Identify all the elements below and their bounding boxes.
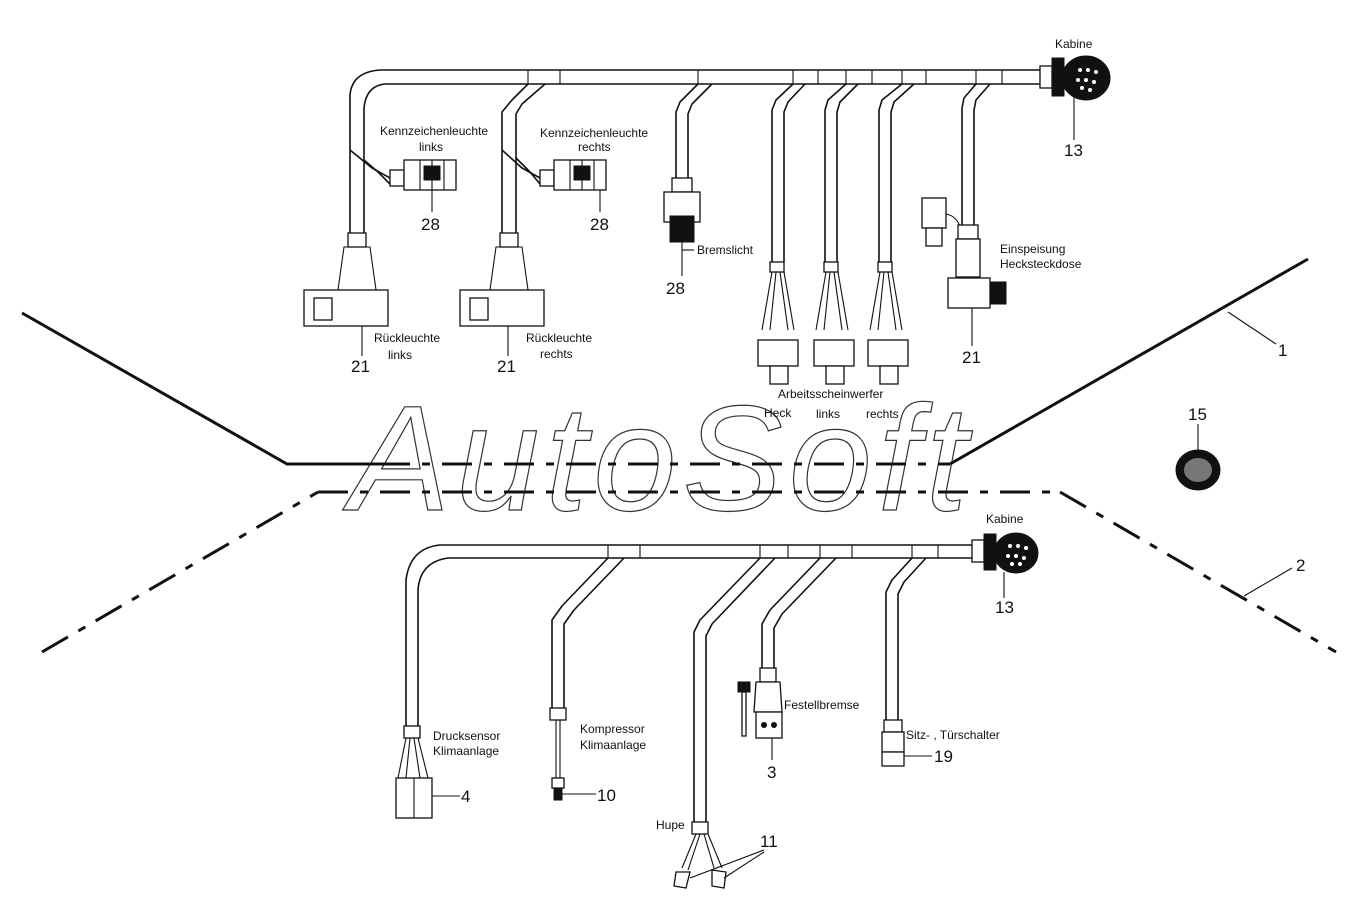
label-drucksensor-2: Klimaanlage bbox=[433, 744, 499, 758]
frame-outline-2 bbox=[41, 490, 1337, 654]
hupe-connectors bbox=[673, 821, 765, 889]
label-rueckleuchte-links-2: links bbox=[388, 348, 412, 362]
label-kompressor-1: Kompressor bbox=[580, 722, 645, 736]
label-kennzeichen-rechts-1: Kennzeichenleuchte bbox=[540, 126, 648, 140]
part-number-28-a: 28 bbox=[421, 215, 440, 234]
rueckleuchte-links-connector bbox=[303, 232, 389, 356]
label-einspeisung-2: Hecksteckdose bbox=[1000, 257, 1082, 271]
part-numbers: 13 28 28 28 21 21 21 1 15 2 13 4 10 3 19… bbox=[351, 141, 1305, 851]
part-number-28-b: 28 bbox=[590, 215, 609, 234]
kompressor-connector bbox=[549, 707, 596, 801]
part-number-2: 2 bbox=[1296, 556, 1305, 575]
frame-outline-1 bbox=[21, 257, 1309, 466]
part-number-19: 19 bbox=[934, 747, 953, 766]
label-festellbremse: Festellbremse bbox=[784, 698, 860, 712]
label-kennzeichen-rechts-2: rechts bbox=[578, 140, 611, 154]
part-number-10: 10 bbox=[597, 786, 616, 805]
label-drucksensor-1: Drucksensor bbox=[433, 729, 500, 743]
part-number-3: 3 bbox=[767, 763, 776, 782]
label-rueckleuchte-links-1: Rückleuchte bbox=[374, 331, 440, 345]
connector-15 bbox=[1175, 424, 1221, 491]
part-number-15: 15 bbox=[1188, 405, 1207, 424]
label-kabine-top: Kabine bbox=[1055, 37, 1093, 51]
part-number-4: 4 bbox=[461, 787, 470, 806]
label-sitz-tuerschalter: Sitz- , Türschalter bbox=[906, 728, 1000, 742]
part-number-11: 11 bbox=[760, 832, 778, 851]
watermark: AutoSoft bbox=[342, 374, 973, 542]
part-number-21-b: 21 bbox=[497, 357, 516, 376]
part-number-21-a: 21 bbox=[351, 357, 370, 376]
label-kennzeichen-links-1: Kennzeichenleuchte bbox=[380, 124, 488, 138]
labels: Kabine Kennzeichenleuchte links Kennzeic… bbox=[374, 37, 1093, 832]
leader-1 bbox=[1227, 311, 1277, 345]
kabine-connector-bottom bbox=[971, 532, 1039, 598]
label-kompressor-2: Klimaanlage bbox=[580, 738, 646, 752]
part-number-1: 1 bbox=[1278, 341, 1287, 360]
label-hupe: Hupe bbox=[656, 818, 685, 832]
label-arbeits-rechts: rechts bbox=[866, 407, 899, 421]
kennzeichen-connector-rechts bbox=[539, 159, 607, 212]
label-kabine-bottom: Kabine bbox=[986, 512, 1024, 526]
upper-harness bbox=[349, 66, 1041, 262]
drucksensor-connector bbox=[395, 725, 460, 819]
lower-harness bbox=[405, 540, 973, 822]
label-rueckleuchte-rechts-1: Rückleuchte bbox=[526, 331, 592, 345]
bremslicht-connector bbox=[663, 177, 701, 276]
label-arbeits-links: links bbox=[816, 407, 840, 421]
label-bremslicht: Bremslicht bbox=[697, 243, 754, 257]
leader-2 bbox=[1243, 567, 1293, 597]
label-arbeitsscheinwerfer: Arbeitsscheinwerfer bbox=[778, 387, 883, 401]
label-kennzeichen-links-2: links bbox=[419, 140, 443, 154]
part-number-13-top: 13 bbox=[1064, 141, 1083, 160]
arbeitsscheinwerfer-connectors bbox=[757, 261, 909, 385]
festellbremse-switch bbox=[737, 667, 783, 760]
label-rueckleuchte-rechts-2: rechts bbox=[540, 347, 573, 361]
part-number-28-c: 28 bbox=[666, 279, 685, 298]
einspeisung-connector bbox=[921, 197, 1007, 346]
label-einspeisung-1: Einspeisung bbox=[1000, 242, 1065, 256]
label-arbeits-heck: Heck bbox=[764, 406, 792, 420]
part-number-13-bottom: 13 bbox=[995, 598, 1014, 617]
part-number-21-c: 21 bbox=[962, 348, 981, 367]
sitzschalter-connector bbox=[881, 719, 932, 767]
rueckleuchte-rechts-connector bbox=[459, 232, 545, 356]
kennzeichen-connector-links bbox=[389, 159, 457, 212]
kabine-connector-top bbox=[1039, 55, 1111, 140]
